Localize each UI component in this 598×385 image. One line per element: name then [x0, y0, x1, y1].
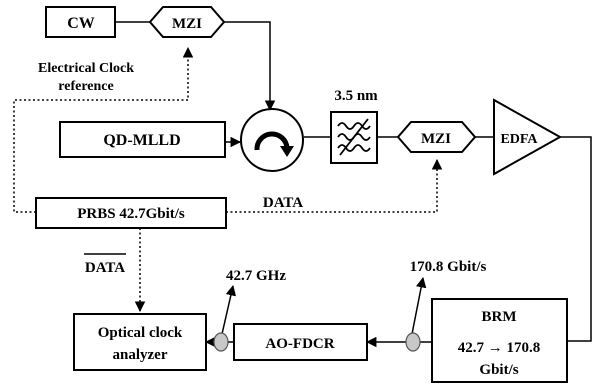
filter-wave-icon — [337, 118, 371, 156]
tap-label-42: 42.7 GHz — [226, 268, 286, 284]
brm-box — [431, 298, 568, 383]
connector-42 — [213, 332, 229, 352]
brm-title: BRM — [482, 309, 517, 325]
qdmlld-box — [59, 121, 226, 158]
mzi-mid-box — [396, 121, 477, 153]
brm-line-1: 42.7 → 170.8 — [458, 340, 541, 356]
mzi-top-label: MZI — [172, 16, 202, 32]
qdmlld-label: QD-MLLD — [103, 132, 180, 149]
cw-label: CW — [67, 15, 95, 32]
edfa-amplifier — [493, 98, 563, 176]
tap-label-170: 170.8 Gbit/s — [410, 259, 487, 275]
mzi-top-box — [148, 6, 226, 38]
data-label: DATA — [263, 195, 303, 211]
optical-clock-analyzer-label-2: analyzer — [113, 347, 168, 363]
tap-line-42 — [221, 284, 237, 335]
prbs-label: PRBS 42.7Gbit/s — [77, 206, 185, 222]
electrical-clock-label-2: reference — [58, 79, 113, 94]
mzi-mid-label: MZI — [421, 131, 451, 147]
dotted-clock-reference — [13, 46, 194, 213]
prbs-box — [35, 197, 227, 229]
connector-170 — [405, 332, 421, 352]
electrical-clock-label-1: Electrical Clock — [38, 61, 134, 76]
cw-box — [45, 6, 116, 38]
link-mzi-circulator — [224, 21, 276, 112]
optical-clock-analyzer-label-1: Optical clock — [98, 325, 183, 341]
circulator-arrow-icon — [254, 131, 290, 151]
edfa-label: EDFA — [500, 132, 538, 147]
optical-clock-analyzer-box — [73, 313, 207, 371]
brm-line-2: Gbit/s — [479, 362, 518, 378]
tap-line-170 — [411, 276, 427, 335]
circulator-arrowhead-icon — [280, 146, 294, 157]
link-edfa-brm — [560, 136, 592, 342]
ao-fdcr-label: AO-FDCR — [265, 336, 334, 352]
filter-bandwidth-label: 3.5 nm — [334, 88, 378, 104]
data-bar-label: DATA — [85, 260, 125, 276]
ao-fdcr-box — [233, 323, 368, 361]
circulator — [240, 108, 304, 172]
